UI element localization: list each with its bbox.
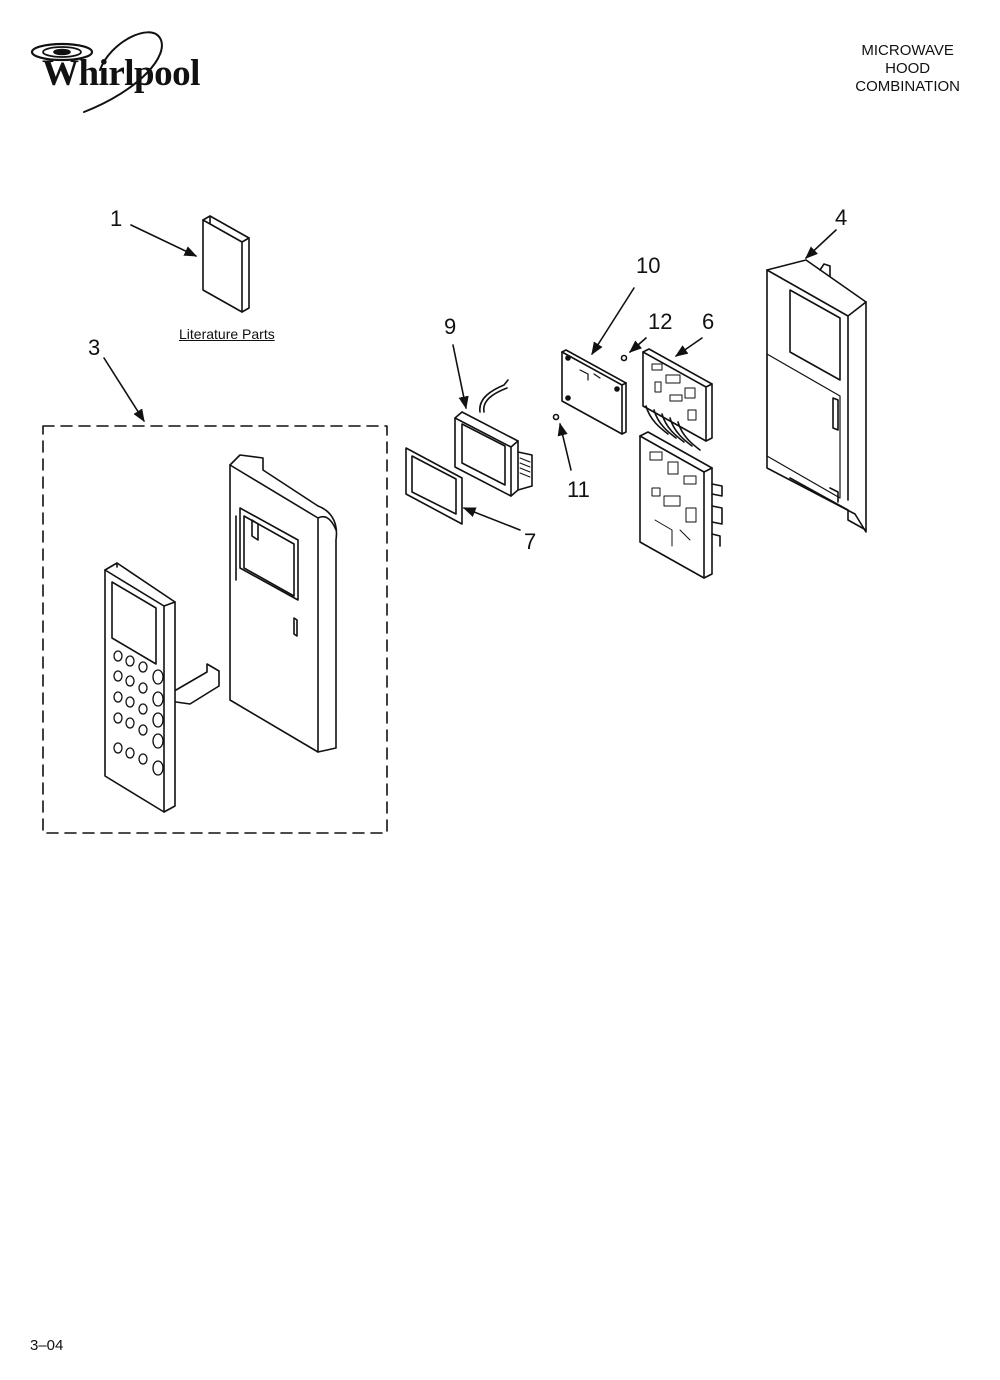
callout-1: 1 <box>110 206 123 231</box>
literature-booklet-part <box>202 215 250 313</box>
callout-12-leader <box>629 337 647 353</box>
screw-12-part <box>620 354 628 362</box>
callout-7: 7 <box>524 529 537 554</box>
control-panel-housing-part <box>229 454 338 753</box>
keypad-membrane-part <box>104 562 176 813</box>
callout-4: 4 <box>835 205 848 230</box>
literature-parts-label: Literature Parts <box>179 326 275 342</box>
page-code: 3–04 <box>30 1337 64 1354</box>
callout-6-leader <box>674 337 703 357</box>
window-gasket-part <box>405 447 463 525</box>
callout-12: 12 <box>648 309 673 334</box>
chassis-part <box>766 259 867 533</box>
control-panel-kit-box <box>42 425 388 834</box>
callout-3: 3 <box>88 335 101 360</box>
callout-11-leader <box>557 422 572 471</box>
document-title: MICROWAVE HOOD COMBINATION <box>855 42 960 96</box>
callout-9-leader <box>452 344 469 410</box>
callout-1-leader <box>130 224 198 257</box>
callout-10: 10 <box>636 253 661 278</box>
screw-11-part <box>552 413 560 421</box>
callout-7-leader <box>462 507 521 531</box>
ribbon-cable-part <box>175 663 220 705</box>
title-line-2: HOOD <box>885 60 931 77</box>
title-line-1: MICROWAVE <box>861 42 954 59</box>
callout-9: 9 <box>444 314 457 339</box>
whirlpool-logo-icon <box>30 31 163 113</box>
callout-4-leader <box>805 229 837 259</box>
mounting-bracket-part <box>561 349 627 435</box>
title-line-3: COMBINATION <box>855 78 960 95</box>
callout-10-leader <box>591 287 635 356</box>
display-frame-part <box>454 379 533 497</box>
control-board-part <box>639 348 723 579</box>
callout-3-leader <box>103 357 145 423</box>
callout-11: 11 <box>567 477 590 502</box>
callout-6: 6 <box>702 309 715 334</box>
brand-logo-text: Whirlpool <box>42 53 200 94</box>
